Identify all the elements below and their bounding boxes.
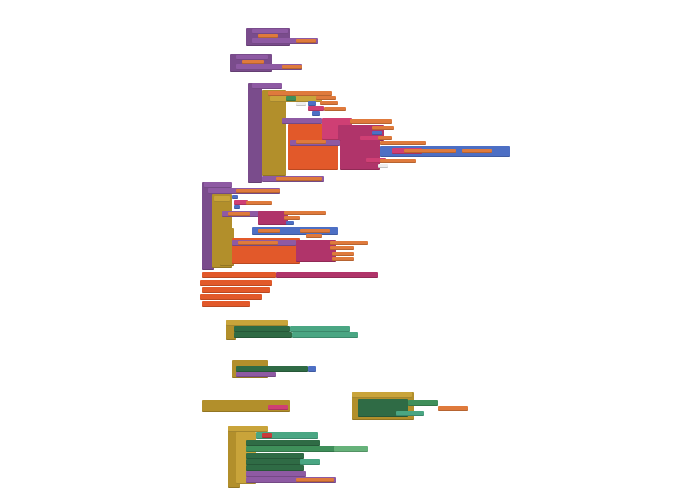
initialize-global-block[interactable]	[200, 294, 262, 300]
component-property[interactable]	[408, 400, 438, 406]
value-block[interactable]	[262, 433, 272, 438]
set-block[interactable]	[236, 64, 302, 70]
initialize-global-block[interactable]	[202, 272, 276, 278]
value-block[interactable]	[246, 201, 272, 205]
value-block[interactable]	[258, 229, 280, 233]
call-procedure[interactable]	[246, 471, 306, 477]
segment-block[interactable]	[258, 211, 288, 225]
value-block[interactable]	[276, 177, 322, 181]
procedure-header[interactable]	[204, 182, 232, 188]
value-block[interactable]	[324, 107, 346, 111]
event-handler[interactable]	[226, 320, 236, 340]
initialize-global-block[interactable]	[202, 301, 250, 307]
component-property[interactable]	[300, 459, 320, 465]
call-procedure[interactable]	[236, 372, 276, 377]
value-block[interactable]	[268, 405, 288, 410]
value-block[interactable]	[282, 65, 302, 69]
initialize-global-block[interactable]	[202, 287, 270, 293]
event-header[interactable]	[226, 320, 288, 326]
value-block[interactable]	[296, 478, 334, 482]
logic-block[interactable]	[256, 432, 318, 439]
component-call-block[interactable]	[246, 446, 340, 452]
length-block[interactable]	[234, 200, 248, 205]
get-block[interactable]	[268, 91, 332, 96]
value-block[interactable]	[284, 211, 326, 215]
value-block[interactable]	[296, 39, 316, 43]
segment-block[interactable]	[340, 140, 380, 170]
value-block[interactable]	[308, 366, 316, 372]
event-header[interactable]	[352, 392, 412, 398]
get-block[interactable]	[258, 34, 278, 38]
component-call-block[interactable]	[236, 366, 308, 372]
value-block[interactable]	[380, 159, 416, 163]
controls-block[interactable]	[214, 196, 230, 202]
value-block[interactable]	[378, 136, 392, 140]
event-header[interactable]	[228, 426, 268, 432]
component-call-block[interactable]	[234, 326, 290, 332]
component-call-block[interactable]	[246, 440, 320, 446]
replace-block[interactable]	[296, 240, 336, 262]
value-block[interactable]	[330, 246, 354, 250]
component-property[interactable]	[290, 326, 350, 332]
value-block[interactable]	[236, 189, 280, 193]
value-block[interactable]	[462, 149, 492, 153]
number-block[interactable]	[312, 111, 320, 116]
value-block[interactable]	[296, 140, 326, 144]
component-call-block[interactable]	[358, 399, 408, 417]
value-block[interactable]	[296, 102, 306, 106]
procedure-block[interactable]	[202, 182, 214, 270]
set-block[interactable]	[252, 38, 318, 44]
value-block[interactable]	[332, 257, 354, 261]
number-block[interactable]	[372, 131, 382, 135]
length-block[interactable]	[366, 158, 386, 163]
component-property[interactable]	[396, 411, 424, 416]
component-call-block[interactable]	[234, 332, 292, 338]
value-block[interactable]	[438, 406, 468, 411]
call-procedure[interactable]	[246, 477, 336, 483]
value-block[interactable]	[300, 229, 330, 233]
value-block[interactable]	[332, 252, 354, 256]
procedure-header[interactable]	[252, 29, 288, 34]
procedure-header[interactable]	[252, 83, 282, 89]
value-block[interactable]	[320, 101, 338, 105]
value-block[interactable]	[316, 96, 336, 100]
value-block[interactable]	[284, 216, 300, 220]
number-block[interactable]	[286, 221, 294, 225]
component-call-block[interactable]	[246, 459, 302, 465]
if-block[interactable]	[262, 90, 286, 176]
length-block[interactable]	[360, 136, 380, 141]
value-block[interactable]	[330, 241, 368, 245]
logic-block[interactable]	[286, 96, 296, 101]
initialize-global-block[interactable]	[200, 280, 272, 286]
value-block[interactable]	[380, 141, 426, 145]
value-block[interactable]	[306, 234, 322, 238]
value-block[interactable]	[372, 126, 394, 130]
component-property[interactable]	[334, 446, 368, 452]
value-block[interactable]	[276, 272, 378, 278]
value-block[interactable]	[404, 149, 456, 153]
math-block[interactable]	[308, 101, 316, 106]
procedure-block[interactable]	[248, 83, 262, 183]
number-block[interactable]	[234, 205, 240, 209]
length-block[interactable]	[308, 106, 324, 111]
set-block[interactable]	[282, 118, 322, 124]
component-call-block[interactable]	[246, 453, 304, 459]
component-call-block[interactable]	[246, 465, 304, 471]
if-block[interactable]	[220, 228, 234, 266]
value-block[interactable]	[228, 212, 250, 216]
component-property[interactable]	[292, 332, 358, 338]
value-block[interactable]	[238, 241, 278, 245]
value-block[interactable]	[378, 164, 388, 168]
compare-block[interactable]	[252, 227, 338, 235]
procedure-header[interactable]	[236, 55, 268, 60]
controls-block[interactable]	[270, 96, 322, 102]
number-block[interactable]	[232, 195, 238, 199]
value-block[interactable]	[350, 119, 392, 124]
get-block[interactable]	[242, 60, 264, 64]
